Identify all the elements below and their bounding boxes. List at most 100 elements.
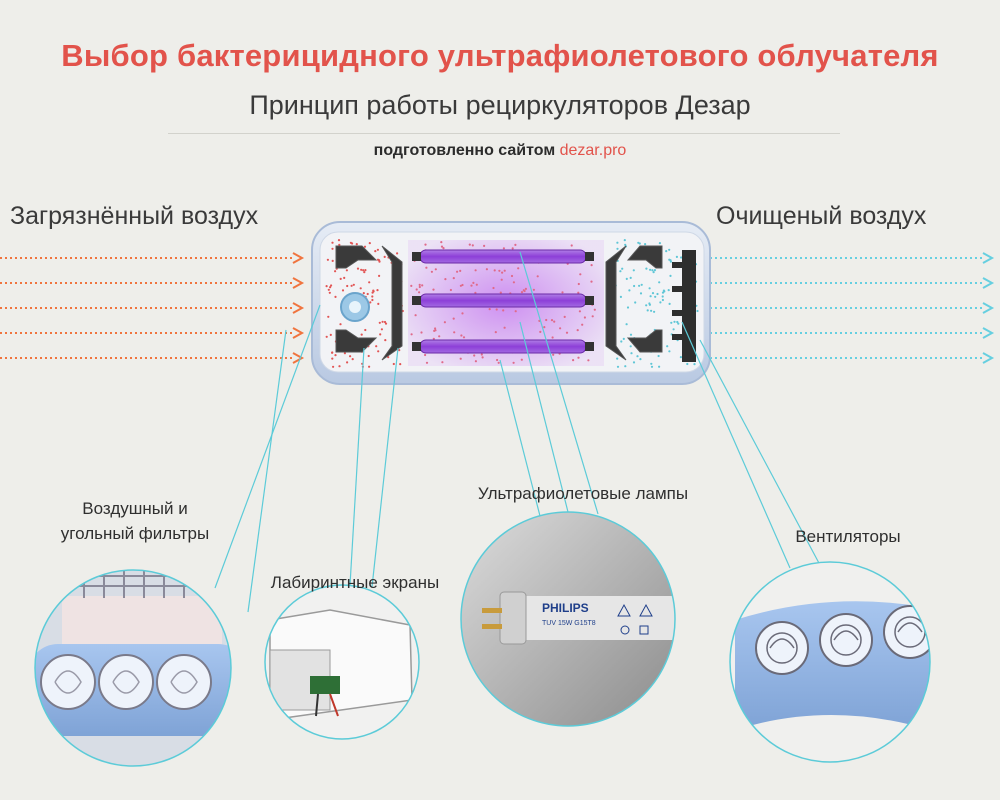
uv-particle [483, 244, 486, 247]
clean-particle [620, 340, 623, 343]
contaminated-particle [368, 242, 371, 245]
uv-particle [581, 323, 584, 326]
contaminated-particle [376, 258, 380, 261]
contaminated-particle [334, 354, 337, 357]
uv-particle [524, 287, 528, 290]
dirty-air-arrow-head [292, 327, 305, 339]
uv-particle [444, 278, 447, 281]
uv-particle [474, 291, 477, 294]
contaminated-particle [327, 288, 330, 291]
clean-air-arrow-head [982, 352, 995, 364]
contaminated-particle [351, 358, 354, 361]
clean-particle [666, 345, 669, 348]
uv-particle [432, 337, 435, 340]
clean-particle [668, 258, 671, 261]
clean-particle [645, 267, 648, 270]
uv-particle [587, 359, 590, 362]
callout-lines [214, 251, 821, 613]
source-site-link[interactable]: dezar.pro [559, 142, 627, 159]
clean-particle [677, 322, 680, 325]
uv-particle [590, 264, 593, 267]
clean-particle [661, 295, 664, 298]
dirty-air-arrow-head [292, 302, 305, 314]
uv-particle [503, 269, 506, 272]
uv-particle [443, 321, 446, 324]
uv-particle [438, 335, 441, 338]
uv-particle [485, 268, 488, 271]
clean-particle [652, 271, 655, 274]
contaminated-particle [360, 333, 363, 336]
filters-label-line1: Воздушный и [82, 499, 188, 518]
contaminated-particle [399, 363, 402, 366]
clean-particle [656, 292, 659, 296]
uv-particle [440, 241, 443, 244]
contaminated-particle [332, 365, 335, 368]
clean-particle [658, 281, 661, 284]
clean-air-arrows [705, 252, 995, 364]
clean-particle [619, 295, 623, 298]
contaminated-particle [364, 269, 367, 272]
contaminated-particle [362, 292, 365, 295]
contaminated-particle [383, 320, 387, 324]
clean-particle [648, 287, 651, 290]
contaminated-particle [329, 333, 332, 336]
uv-particle [576, 329, 579, 332]
clean-particle [649, 268, 652, 271]
clean-particle [638, 242, 641, 245]
filter-module [340, 292, 370, 322]
uv-particle [410, 284, 413, 287]
contaminated-particle [331, 259, 334, 262]
header-divider [168, 133, 840, 134]
contaminated-particle [325, 335, 328, 338]
contaminated-particle [338, 365, 341, 368]
clean-particle [639, 358, 642, 361]
contaminated-particle [345, 269, 348, 272]
contaminated-particle [363, 245, 367, 248]
contaminated-particle [398, 349, 401, 352]
source-prefix: подготовленно сайтом [373, 142, 556, 159]
uv-particle [494, 331, 497, 334]
clean-particle [679, 356, 683, 359]
contaminated-particle [331, 241, 334, 244]
clean-particle [632, 269, 635, 272]
uv-particle [452, 317, 455, 320]
uv-particle [425, 361, 429, 364]
uv-particle [474, 269, 477, 272]
uv-particle [514, 310, 517, 313]
uv-particle [461, 312, 464, 315]
fans-label: Вентиляторы [795, 527, 901, 546]
clean-particle [629, 276, 632, 279]
uv-particle [522, 289, 525, 292]
uv-particle [470, 284, 473, 287]
clean-particle [628, 289, 631, 292]
uv-particle [577, 356, 580, 359]
contaminated-particle [376, 289, 379, 292]
uv-particle [579, 273, 582, 276]
contaminated-particle [331, 351, 334, 354]
uv-particle [480, 353, 483, 356]
uv-particle [461, 283, 464, 287]
uv-particle [552, 353, 555, 356]
contaminated-particle [372, 289, 375, 292]
contaminated-particle [377, 350, 380, 353]
contaminated-particle [377, 302, 380, 305]
clean-particle [669, 274, 672, 277]
uv-particle [565, 331, 569, 334]
uv-particle [591, 315, 594, 318]
uv-particle [536, 275, 539, 278]
uv-particle [583, 316, 587, 319]
clean-particle [673, 320, 676, 323]
contaminated-particle [328, 291, 331, 294]
labyrinth-photo [264, 584, 420, 740]
lamp-model-text: TUV 15W G15T8 [542, 620, 596, 627]
clean-particle [653, 269, 657, 272]
uv-particle [474, 360, 477, 363]
contaminated-particle [330, 284, 333, 287]
clean-particle [659, 301, 662, 304]
contaminated-particle [349, 355, 352, 358]
uv-particle [577, 291, 580, 294]
uv-particle [512, 281, 516, 284]
clean-particle [667, 289, 670, 292]
contaminated-particle [364, 328, 367, 332]
uv-particle [561, 291, 564, 294]
